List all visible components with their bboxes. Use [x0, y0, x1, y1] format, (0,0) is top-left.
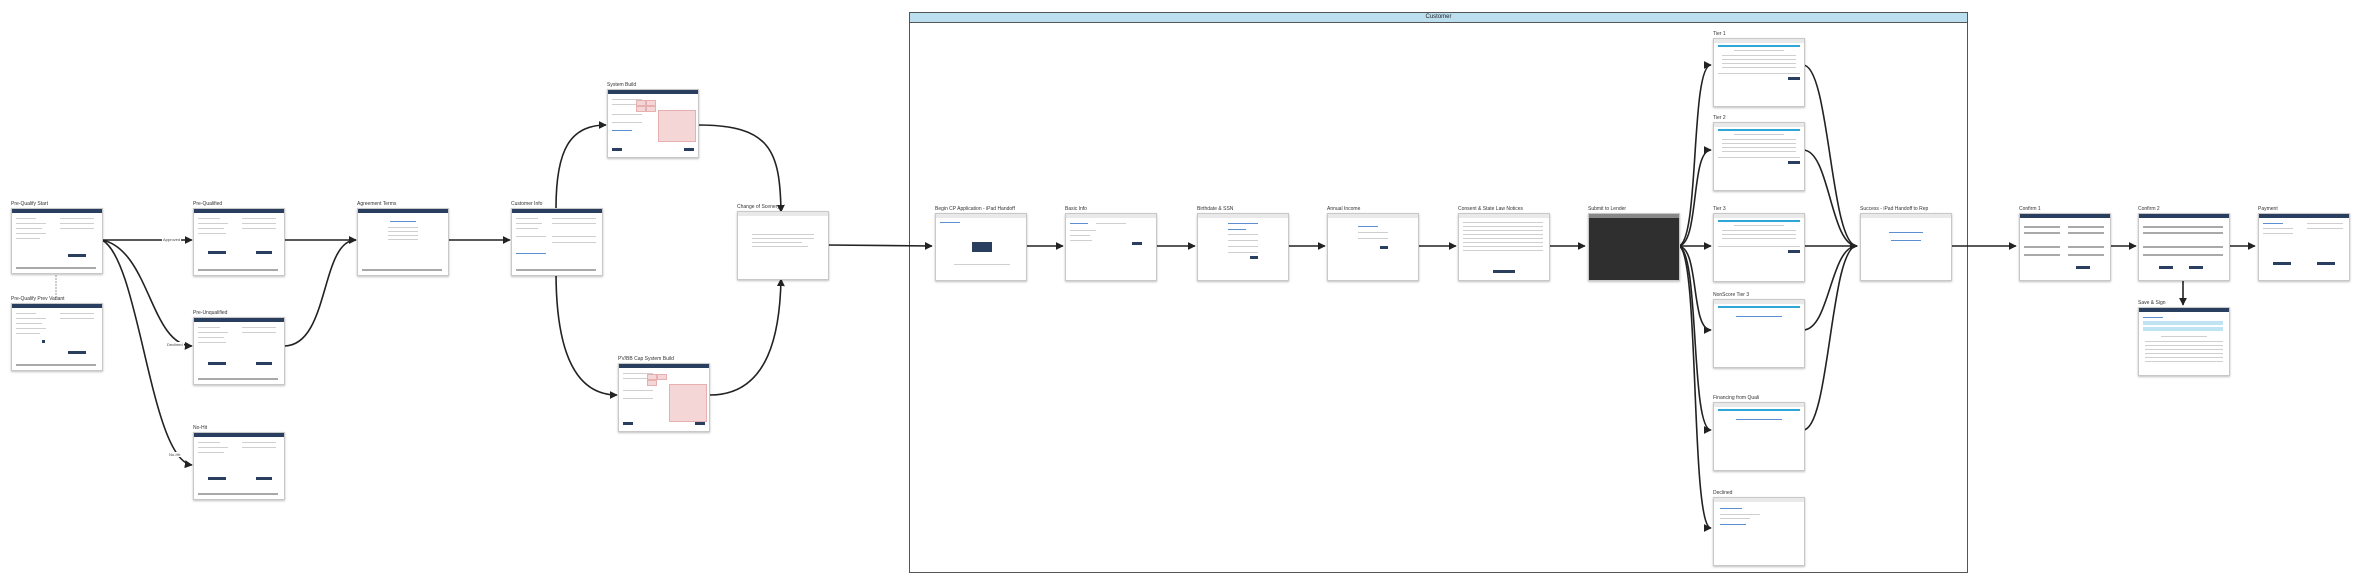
screen-basic-info[interactable] [1065, 213, 1157, 281]
screen-pre-qualified[interactable] [193, 208, 285, 276]
screen-submit-to-lender[interactable] [1588, 213, 1680, 281]
node-label-annual-income: Annual Income [1327, 206, 1361, 212]
edge-system-to-change [697, 124, 785, 213]
edge-label-declined: Declined [166, 342, 184, 347]
edge-prequal-to-nohit [101, 239, 193, 469]
edge-customer-to-pvcap [555, 271, 618, 399]
screen-pre-qualify-start[interactable] [11, 208, 103, 274]
screen-system-build[interactable] [607, 89, 699, 158]
node-label-pre-qualify-prev: Pre-Qualify Prev Variant [11, 296, 65, 302]
edge-prequal-to-unqualified [101, 239, 193, 350]
node-label-basic-info: Basic Info [1065, 206, 1087, 212]
screen-nonscore-tier-3[interactable] [1713, 299, 1805, 368]
node-label-tier-1: Tier 1 [1713, 31, 1726, 37]
node-label-pre-qualify-start: Pre-Qualify Start [11, 201, 48, 207]
screen-save-and-sign[interactable] [2138, 307, 2230, 376]
edge-label-nohit: No-Hit [168, 452, 182, 457]
screen-birthdate-ssn[interactable] [1197, 213, 1289, 281]
node-label-system-build: System Build [607, 82, 637, 88]
edge-tier1-to-success [1802, 64, 1858, 250]
edge-submit-to-declined [1677, 245, 1712, 532]
screen-tier-1[interactable] [1713, 38, 1805, 107]
node-label-nonscore-tier-3: NonScore Tier 3 [1713, 292, 1750, 298]
node-label-tier-3: Tier 3 [1713, 206, 1726, 212]
screen-confirm-2[interactable] [2138, 213, 2230, 281]
edge-pvcap-to-change [709, 278, 785, 396]
node-label-consent-state-law: Consent & State Law Notices [1458, 206, 1524, 212]
node-label-birthdate-ssn: Birthdate & SSN [1197, 206, 1234, 212]
node-label-submit-to-lender: Submit to Lender [1588, 206, 1627, 212]
screen-tier-2[interactable] [1713, 122, 1805, 191]
node-label-declined: Declined [1713, 490, 1733, 496]
screen-declined[interactable] [1713, 497, 1805, 566]
screen-payment[interactable] [2258, 213, 2350, 281]
node-label-payment: Payment [2258, 206, 2278, 212]
edge-unqualified-to-agreement [283, 236, 357, 347]
node-label-save-and-sign: Save & Sign [2138, 300, 2166, 306]
node-label-change-of-scenery: Change of Scenery [737, 204, 780, 210]
node-label-financing-from-quali: Financing from Quali [1713, 395, 1760, 401]
edge-submit-to-financing [1677, 245, 1712, 434]
screen-agreement-terms[interactable] [357, 208, 449, 276]
screen-pre-qualify-prev[interactable] [11, 303, 103, 371]
node-label-confirm-2: Confirm 2 [2138, 206, 2160, 212]
screen-annual-income[interactable] [1327, 213, 1419, 281]
node-label-customer-info: Customer Info [511, 201, 543, 207]
customer-group: Customer [909, 12, 1968, 573]
screen-confirm-1[interactable] [2019, 213, 2111, 281]
edge-submit-to-tier2 [1677, 146, 1712, 247]
node-label-no-hit: No-Hit [193, 425, 208, 431]
node-label-confirm-1: Confirm 1 [2019, 206, 2041, 212]
screen-pre-unqualified[interactable] [193, 317, 285, 385]
node-label-agreement-terms: Agreement Terms [357, 201, 397, 207]
screen-customer-info[interactable] [511, 208, 603, 276]
edge-customer-to-system [555, 121, 607, 209]
edge-tier2-to-success [1802, 149, 1858, 250]
screen-change-of-scenery[interactable] [737, 211, 829, 280]
edge-label-approved: Approved [162, 237, 182, 242]
edge-change-to-begin [826, 241, 933, 250]
screen-no-hit[interactable] [193, 432, 285, 500]
node-label-pre-unqualified: Pre-Unqualified [193, 310, 228, 316]
node-label-begin-cp-application: Begin CP Application - iPad Handoff [935, 206, 1015, 212]
screen-success-ipad-handoff[interactable] [1860, 213, 1952, 281]
edge-financing-to-success [1802, 242, 1858, 431]
node-label-pv-cap-system-build: PV/BB Cap System Build [618, 356, 674, 362]
edge-nonscore-to-success [1802, 242, 1858, 331]
customer-group-title: Customer [910, 13, 1967, 23]
screen-pv-cap-system-build[interactable] [618, 363, 710, 432]
screen-tier-3[interactable] [1713, 213, 1805, 282]
node-label-pre-qualified: Pre-Qualified [193, 201, 223, 207]
edge-submit-to-nonscore [1677, 245, 1712, 334]
screen-begin-cp-application[interactable] [935, 213, 1027, 281]
node-label-success-ipad-handoff: Success - iPad Handoff to Rep [1860, 206, 1929, 212]
node-label-tier-2: Tier 2 [1713, 115, 1726, 121]
screen-consent-state-law[interactable] [1458, 213, 1550, 281]
screen-financing-from-quali[interactable] [1713, 402, 1805, 471]
edge-submit-to-tier1 [1677, 61, 1712, 247]
